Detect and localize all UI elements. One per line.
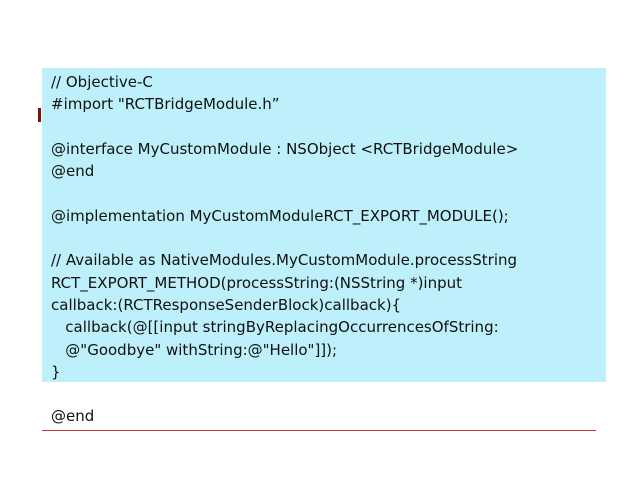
slide-bullet-marker — [38, 108, 41, 122]
code-line-4: @interface MyCustomModule : NSObject <RC… — [51, 139, 519, 158]
code-line-1: // Objective-C — [51, 73, 153, 91]
code-line-13: @"Goodbye" withString:@"Hello"]]); — [51, 340, 338, 359]
code-line-8 — [51, 227, 606, 249]
code-line-16: @end — [51, 407, 95, 426]
code-line-10: RCT_EXPORT_METHOD(processString:(NSStrin… — [51, 273, 463, 292]
code-line-14: } — [51, 362, 61, 381]
code-line-15 — [51, 383, 606, 405]
footer-divider — [42, 430, 596, 431]
code-line-9: // Available as NativeModules.MyCustomMo… — [51, 251, 518, 270]
code-line-6 — [51, 182, 606, 204]
code-line-7: @implementation MyCustomModuleRCT_EXPORT… — [51, 206, 509, 225]
code-line-12: callback(@[[input stringByReplacingOccur… — [51, 318, 499, 337]
code-line-2: #import "RCTBridgeModule.h” — [51, 95, 280, 114]
code-line-5: @end — [51, 162, 95, 181]
code-block: // Objective-C #import "RCTBridgeModule.… — [42, 68, 606, 425]
code-line-3 — [51, 116, 606, 138]
code-line-11: callback:(RCTResponseSenderBlock)callbac… — [51, 295, 402, 314]
